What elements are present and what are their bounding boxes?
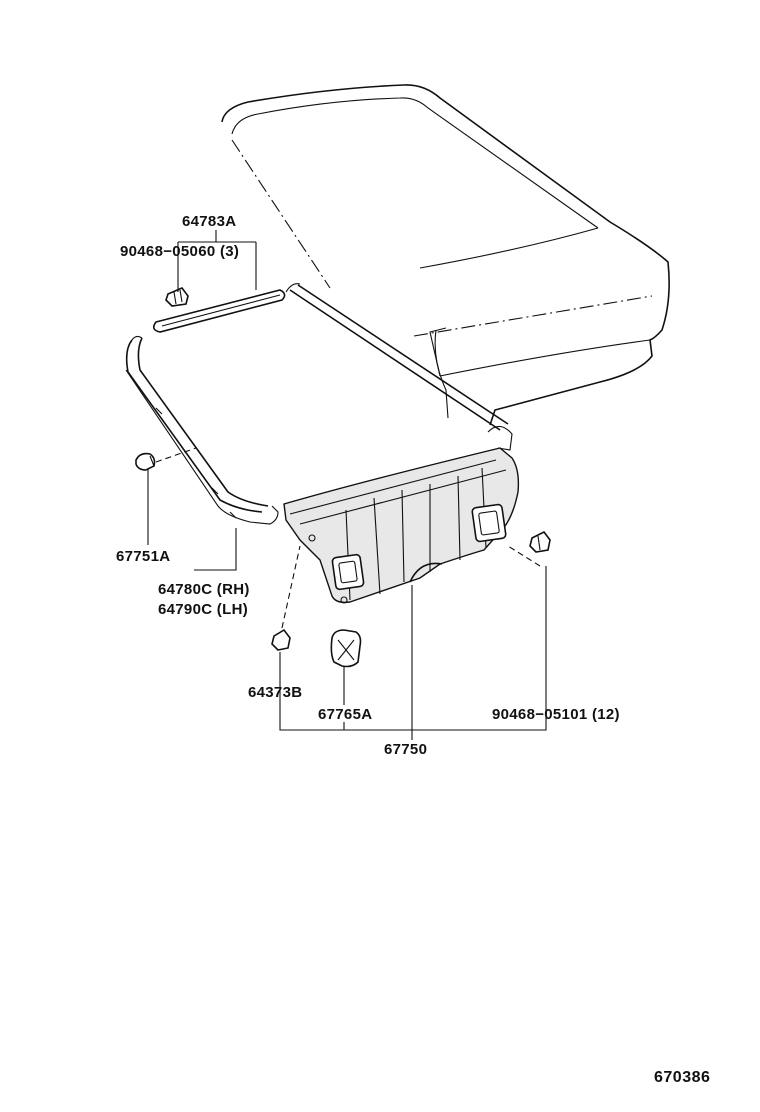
trunk-lid-panel xyxy=(221,84,670,426)
label-67750: 67750 xyxy=(384,741,427,758)
label-64780C: 64780C (RH) xyxy=(158,581,250,598)
label-90468-05060: 90468−05060 (3) xyxy=(120,243,239,260)
handle-cover xyxy=(330,629,362,668)
clip-lower-left xyxy=(271,545,301,651)
clip-upper xyxy=(165,287,189,307)
clip-right xyxy=(507,530,551,567)
label-67765A: 67765A xyxy=(318,706,372,723)
leader-lines xyxy=(147,230,547,740)
label-64783A: 64783A xyxy=(182,213,236,230)
trunk-trim-board xyxy=(283,447,520,604)
label-67751A: 67751A xyxy=(116,548,170,565)
label-90468-05101: 90468−05101 (12) xyxy=(492,706,620,723)
figure-number: 670386 xyxy=(654,1069,710,1086)
cushion-part xyxy=(135,447,197,471)
upper-seal-strip xyxy=(152,289,286,333)
label-64790C: 64790C (LH) xyxy=(158,601,248,618)
label-64373B: 64373B xyxy=(248,684,302,701)
weatherstrip-seal xyxy=(125,283,513,525)
part-labels: 64783A 90468−05060 (3) 67751A 64780C (RH… xyxy=(116,213,710,1086)
